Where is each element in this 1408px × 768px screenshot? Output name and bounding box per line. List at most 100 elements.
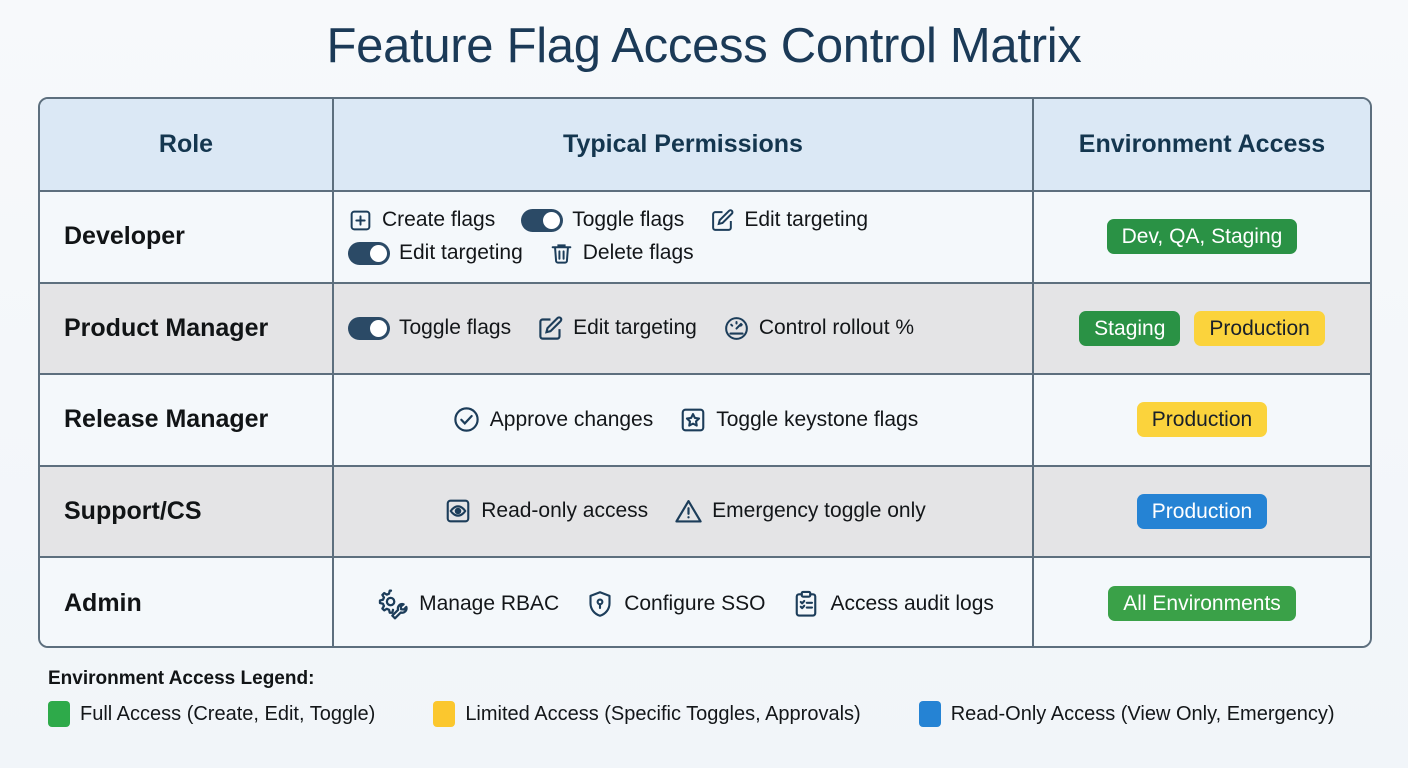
legend-swatch-full-access — [48, 701, 70, 727]
environment-access-legend: Environment Access Legend: Full Access (… — [48, 668, 1378, 727]
permission-item: Edit targeting — [710, 208, 868, 233]
permission-list: Toggle flags Edit targeting Control roll… — [334, 315, 1032, 342]
role-cell: Developer — [40, 192, 334, 282]
environment-badge: All Environments — [1108, 586, 1296, 622]
toggle-switch-icon — [348, 241, 390, 265]
permission-item: Access audit logs — [791, 589, 994, 619]
gear-wrench-icon — [376, 587, 410, 621]
permission-item: Toggle flags — [348, 316, 511, 340]
permission-label: Edit targeting — [399, 241, 523, 265]
environment-badge: Staging — [1079, 310, 1181, 346]
permission-item: Toggle flags — [521, 208, 684, 232]
permission-item: Emergency toggle only — [674, 497, 926, 526]
legend-item: Full Access (Create, Edit, Toggle) — [48, 701, 375, 727]
environment-cell: Dev, QA, Staging — [1034, 192, 1370, 282]
permission-label: Emergency toggle only — [712, 499, 926, 523]
permission-item: Configure SSO — [585, 589, 765, 619]
legend-title: Environment Access Legend: — [48, 668, 315, 689]
plus-square-icon — [348, 208, 373, 233]
table-row: Product Manager Toggle flags Edit target… — [40, 283, 1370, 375]
environment-badges: Staging Production — [1079, 310, 1325, 346]
permissions-cell: Manage RBAC Configure SSO Access audit l… — [334, 558, 1034, 646]
permission-item: Toggle keystone flags — [679, 406, 918, 434]
gauge-icon — [723, 315, 750, 342]
role-cell: Product Manager — [40, 283, 334, 373]
permission-label: Configure SSO — [624, 591, 766, 615]
environment-badge: Production — [1136, 493, 1268, 529]
star-square-icon — [679, 406, 707, 434]
toggle-switch-icon — [348, 316, 390, 340]
role-label: Support/CS — [64, 496, 202, 525]
permissions-cell: Toggle flags Edit targeting Control roll… — [334, 283, 1034, 373]
environment-badge: Production — [1136, 402, 1268, 438]
column-header-typical-permissions: Typical Permissions — [334, 99, 1034, 190]
permission-item: Approve changes — [452, 405, 653, 434]
permissions-cell: Approve changes Toggle keystone flags — [334, 375, 1034, 465]
permission-label: Toggle flags — [399, 316, 512, 340]
legend-label: Read-Only Access (View Only, Emergency) — [950, 702, 1335, 725]
legend-label: Limited Access (Specific Toggles, Approv… — [465, 702, 861, 725]
permission-label: Access audit logs — [830, 591, 994, 615]
permission-list: Approve changes Toggle keystone flags — [334, 405, 1032, 434]
role-label: Developer — [64, 222, 185, 251]
permission-label: Read-only access — [481, 499, 649, 523]
warning-triangle-icon — [674, 497, 703, 526]
permission-item: Control rollout % — [723, 315, 914, 342]
toggle-switch-icon — [521, 208, 564, 232]
environment-badges: All Environments — [1108, 586, 1296, 622]
table-header-row: Role Typical Permissions Environment Acc… — [40, 99, 1370, 192]
permission-label: Create flags — [382, 208, 496, 232]
permission-item: Read-only access — [444, 497, 648, 525]
environment-badges: Production — [1136, 402, 1268, 438]
permission-label: Toggle keystone flags — [716, 407, 919, 431]
permission-list: Create flags Toggle flags Edit targeting… — [334, 208, 1032, 266]
environment-badge: Dev, QA, Staging — [1106, 219, 1298, 255]
environment-badges: Production — [1136, 493, 1268, 529]
role-label: Product Manager — [64, 313, 269, 342]
clipboard-list-icon — [791, 589, 821, 619]
permission-item: Create flags — [348, 208, 495, 233]
shield-lock-icon — [585, 589, 615, 619]
environment-cell: Production — [1034, 467, 1370, 557]
permission-item: Manage RBAC — [376, 587, 559, 621]
eye-square-icon — [444, 497, 472, 525]
legend-item: Read-Only Access (View Only, Emergency) — [918, 701, 1335, 727]
environment-cell: Production — [1034, 375, 1370, 465]
environment-badges: Dev, QA, Staging — [1106, 219, 1298, 255]
column-header-role: Role — [40, 99, 334, 190]
permission-label: Manage RBAC — [419, 591, 560, 615]
column-header-environment-access: Environment Access — [1078, 130, 1326, 158]
role-cell: Release Manager — [40, 375, 334, 465]
table-row: Release Manager Approve changes Toggle k… — [40, 375, 1370, 467]
permission-item: Delete flags — [549, 241, 694, 266]
environment-cell: Staging Production — [1034, 284, 1370, 374]
table-row: Support/CS Read-only access Emergency to… — [40, 466, 1370, 558]
edit-pencil-square-icon — [537, 315, 564, 342]
permissions-cell: Read-only access Emergency toggle only — [334, 466, 1034, 556]
access-control-matrix-table: Role Typical Permissions Environment Acc… — [38, 97, 1372, 648]
permission-list: Manage RBAC Configure SSO Access audit l… — [334, 587, 1032, 621]
permission-label: Edit targeting — [573, 316, 697, 340]
permission-label: Toggle flags — [572, 208, 685, 232]
role-cell: Support/CS — [40, 466, 334, 556]
edit-pencil-square-icon — [710, 208, 735, 233]
role-label: Release Manager — [64, 405, 269, 434]
permission-label: Edit targeting — [744, 208, 869, 232]
environment-cell: All Environments — [1034, 558, 1370, 646]
permission-label: Approve changes — [489, 407, 654, 431]
permission-list: Read-only access Emergency toggle only — [334, 497, 1032, 526]
permission-label: Control rollout % — [758, 316, 915, 340]
legend-swatch-read-only-access — [918, 701, 941, 727]
legend-label: Full Access (Create, Edit, Toggle) — [80, 702, 376, 725]
trash-icon — [549, 241, 574, 266]
legend-item: Limited Access (Specific Toggles, Approv… — [433, 701, 861, 727]
role-cell: Admin — [40, 558, 334, 646]
table-row: Admin Manage RBAC Configure SSO — [40, 558, 1370, 646]
legend-item-list: Full Access (Create, Edit, Toggle) Limit… — [48, 701, 1378, 727]
environment-badge: Production — [1194, 310, 1325, 346]
legend-swatch-limited-access — [433, 701, 456, 727]
permission-item: Edit targeting — [537, 315, 697, 342]
check-circle-icon — [452, 405, 481, 434]
permission-label: Delete flags — [582, 241, 694, 265]
role-label: Admin — [64, 589, 142, 618]
